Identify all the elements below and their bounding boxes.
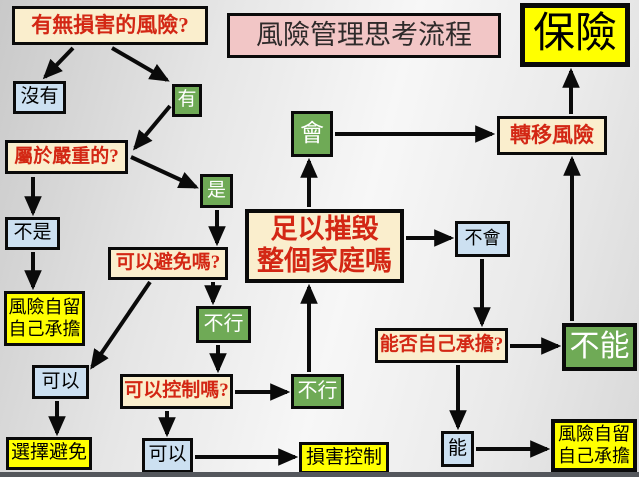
node-label: 是: [206, 179, 226, 201]
node-label: 不是: [13, 222, 52, 244]
node-can-left: 可以: [32, 365, 89, 399]
node-q-avoid: 可以避免嗎?: [108, 247, 228, 280]
node-retain-self-2: 風險自留 自己承擔: [551, 419, 637, 472]
node-label: 風險自留 自己承擔: [558, 424, 630, 466]
node-q-self-bear: 能否自己承擔?: [375, 328, 508, 363]
node-no-none: 沒有: [13, 81, 66, 114]
node-cannot-big: 不能: [562, 323, 637, 371]
node-damage-control: 損害控制: [299, 442, 389, 474]
node-label: 屬於嚴重的?: [14, 145, 119, 167]
node-q-destroy: 足以摧毀 整個家庭嗎: [245, 209, 404, 283]
node-choose-avoid: 選擇避免: [6, 437, 92, 470]
arrow-q-has-risk-to-no-none: [42, 46, 75, 80]
bottom-bar: [0, 472, 639, 477]
node-label: 可以: [148, 444, 187, 466]
node-label: 可以: [41, 370, 80, 392]
node-q-control: 可以控制嗎?: [120, 374, 233, 409]
node-label: 風險管理思考流程: [256, 19, 472, 50]
arrow-q-has-risk-to-yes-has: [110, 46, 170, 82]
node-insurance: 保險: [520, 3, 630, 67]
node-label: 有無損害的風險?: [31, 13, 189, 38]
node-can-bottom: 可以: [142, 438, 193, 473]
node-label: 會: [300, 120, 324, 147]
node-transfer-risk: 轉移風險: [497, 116, 607, 155]
node-label: 不行: [297, 379, 338, 402]
node-label: 損害控制: [305, 446, 382, 468]
node-label: 不行: [203, 312, 244, 335]
node-retain-self-1: 風險自留 自己承擔: [4, 291, 85, 346]
node-label: 不會: [464, 228, 501, 249]
node-yes-will: 會: [291, 111, 333, 157]
node-label: 可以避免嗎?: [115, 252, 221, 274]
node-yes-is: 是: [200, 174, 233, 208]
node-label: 保險: [532, 11, 617, 58]
node-cannot-1: 不行: [196, 306, 251, 343]
node-no-wont: 不會: [455, 221, 510, 257]
node-title: 風險管理思考流程: [227, 13, 501, 58]
node-label: 能否自己承擔?: [379, 334, 504, 356]
node-yes-has: 有: [172, 84, 202, 117]
arrow-yes-has-to-q-serious: [132, 104, 172, 151]
node-label: 有: [177, 89, 197, 111]
node-label: 足以摧毀 整個家庭嗎: [257, 214, 392, 276]
node-label: 可以控制嗎?: [124, 380, 229, 402]
arrow-q-serious-to-yes-is: [130, 155, 199, 189]
node-label: 沒有: [20, 86, 59, 108]
node-label: 不能: [569, 330, 630, 364]
node-label: 能: [447, 437, 467, 459]
node-label: 風險自留 自己承擔: [8, 297, 81, 339]
arrow-q-avoid-to-can-left: [90, 280, 152, 370]
node-no-not: 不是: [5, 217, 60, 250]
node-can-right: 能: [441, 431, 474, 467]
node-q-has-risk: 有無損害的風險?: [12, 6, 208, 45]
node-label: 轉移風險: [510, 123, 594, 148]
node-label: 選擇避免: [10, 442, 87, 464]
node-cannot-2: 不行: [291, 374, 344, 409]
node-q-serious: 屬於嚴重的?: [5, 140, 128, 174]
